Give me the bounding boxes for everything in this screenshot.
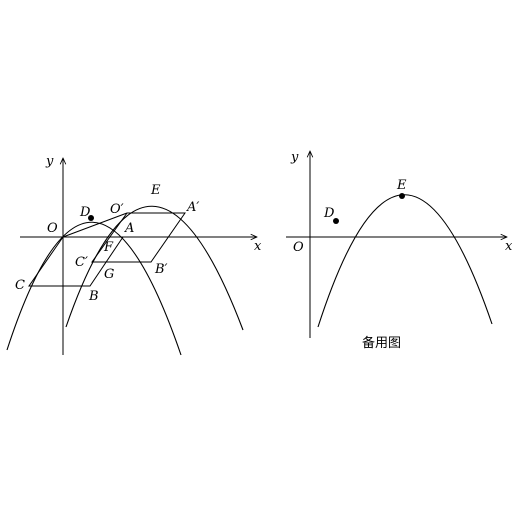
left-label-O-prime: O′ <box>110 202 124 217</box>
segment-OO' <box>62 212 128 238</box>
left-label-G: G <box>104 267 114 282</box>
left-label-A: A <box>124 221 134 236</box>
point-D-left <box>88 215 94 221</box>
left-label-A-prime: A′ <box>186 200 199 215</box>
right-label-E: E <box>396 178 407 193</box>
left-label-C-prime: C′ <box>75 255 88 270</box>
left-label-B: B <box>88 289 99 304</box>
left-figure: y x O D O′ E A′ A F C′ G B′ C B <box>6 154 262 356</box>
parallelogram-O'A'B'C' <box>91 212 186 263</box>
parabola-translated <box>65 205 244 331</box>
right-label-x: x <box>505 239 512 254</box>
left-label-O: O <box>47 221 58 236</box>
right-label-y: y <box>290 150 299 165</box>
left-label-y: y <box>45 154 54 169</box>
right-label-O: O <box>293 240 304 255</box>
parabola-right <box>317 194 493 328</box>
right-label-D: D <box>323 206 335 221</box>
left-label-D: D <box>79 205 91 220</box>
right-caption: 备用图 <box>362 335 401 351</box>
left-label-F: F <box>103 240 114 255</box>
parallelogram-OABC <box>28 236 124 287</box>
left-label-E: E <box>150 183 161 198</box>
left-label-x: x <box>254 239 262 254</box>
left-label-B-prime: B′ <box>154 262 168 277</box>
point-E-right <box>399 193 405 199</box>
point-D-right <box>333 218 339 224</box>
parabola-original <box>6 221 182 356</box>
right-figure: y x O D E 备用图 <box>286 150 512 351</box>
left-label-C: C <box>15 278 25 293</box>
